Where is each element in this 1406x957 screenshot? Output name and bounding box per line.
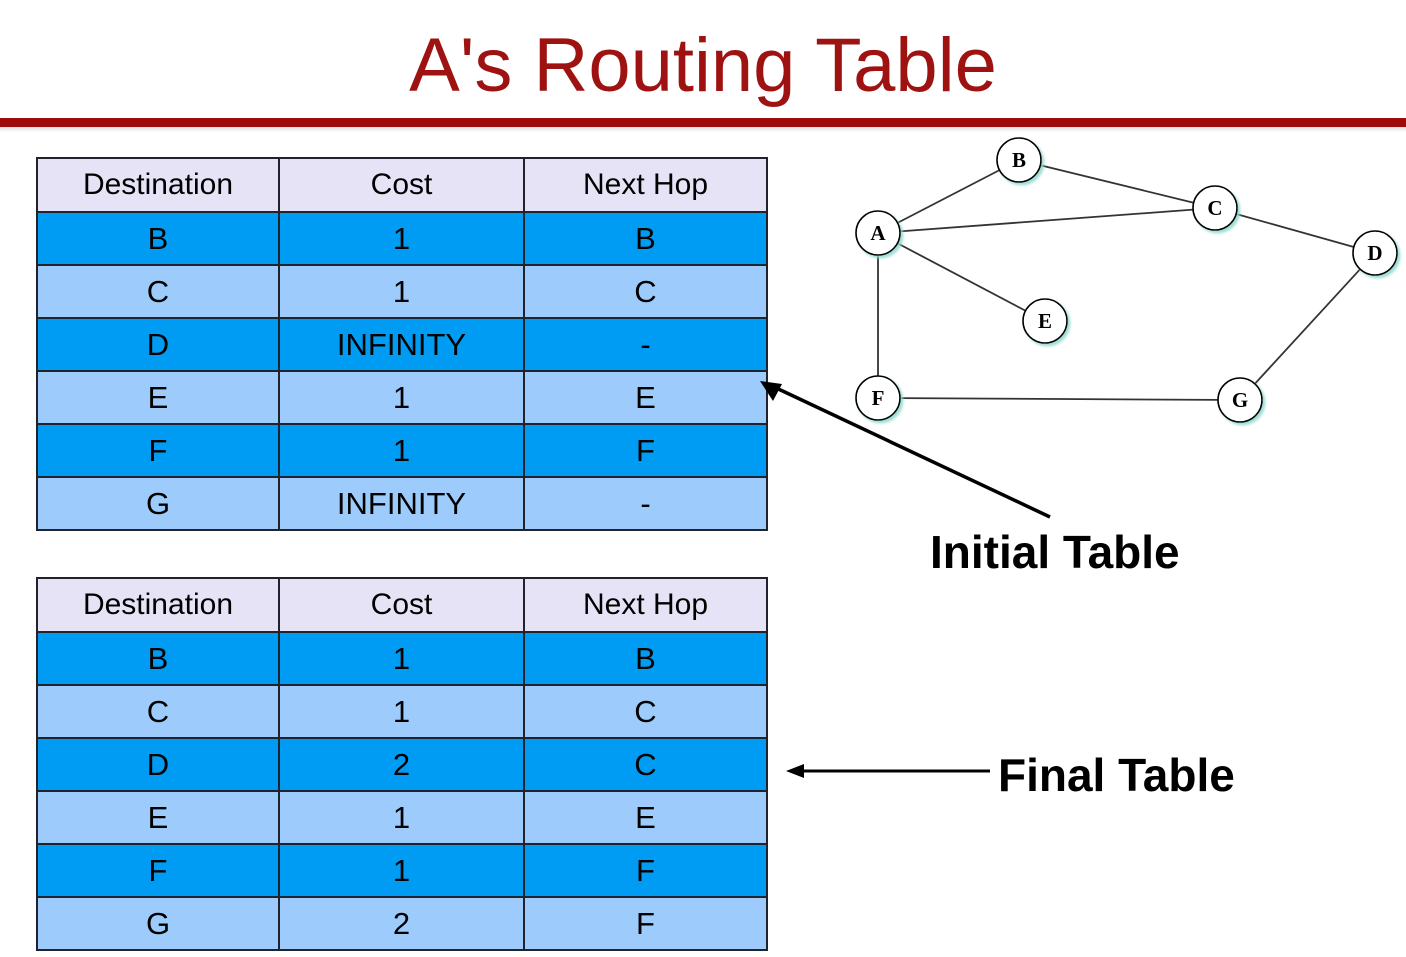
cell-destination: B	[36, 631, 280, 686]
table-row: C 1 C	[36, 264, 768, 319]
node-label: A	[870, 221, 886, 245]
cell-next-hop: E	[523, 790, 768, 845]
cell-cost: 1	[278, 264, 525, 319]
node-circle	[996, 137, 1042, 183]
cell-destination: F	[36, 423, 280, 478]
node-circle	[1217, 377, 1263, 423]
cell-next-hop: B	[523, 631, 768, 686]
table-row: C 1 C	[36, 684, 768, 739]
cell-cost: 1	[278, 631, 525, 686]
cell-destination: G	[36, 476, 280, 531]
cell-next-hop: -	[523, 476, 768, 531]
cell-destination: E	[36, 790, 280, 845]
graph-node-group: A B C D E F G	[855, 137, 1398, 423]
cell-destination: G	[36, 896, 280, 951]
cell-cost: 1	[278, 684, 525, 739]
cell-cost: INFINITY	[278, 317, 525, 372]
final-routing-table: Destination Cost Next Hop B 1 B C 1 C D …	[36, 577, 768, 951]
cell-next-hop: C	[523, 737, 768, 792]
column-header-cost: Cost	[278, 157, 525, 213]
table-row: F 1 F	[36, 423, 768, 478]
node-circle	[1022, 298, 1068, 344]
final-table-arrow	[786, 764, 990, 778]
table-row: G INFINITY -	[36, 476, 768, 531]
cell-destination: F	[36, 843, 280, 898]
cell-next-hop: F	[523, 896, 768, 951]
node-label: B	[1012, 148, 1026, 172]
column-header-cost: Cost	[278, 577, 525, 633]
initial-table-label: Initial Table	[930, 526, 1180, 578]
node-label: C	[1207, 196, 1222, 220]
network-topology-diagram: A B C D E F G	[855, 137, 1398, 423]
graph-node-b: B	[996, 137, 1042, 183]
graph-edge-group	[877, 164, 1361, 401]
title-divider-rule	[0, 118, 1406, 127]
table-row: F 1 F	[36, 843, 768, 898]
column-header-next-hop: Next Hop	[523, 577, 768, 633]
graph-edge-c-d	[1235, 213, 1355, 248]
cell-cost: 1	[278, 370, 525, 425]
node-label: D	[1367, 241, 1382, 265]
graph-edge-a-b	[897, 169, 1000, 224]
graph-node-g: G	[1217, 377, 1263, 423]
cell-cost: 2	[278, 896, 525, 951]
table-row: B 1 B	[36, 211, 768, 266]
node-label: G	[1232, 388, 1248, 412]
cell-next-hop: F	[523, 423, 768, 478]
node-circle	[855, 375, 901, 421]
graph-edge-f-g	[899, 397, 1219, 401]
cell-next-hop: F	[523, 843, 768, 898]
cell-cost: 1	[278, 211, 525, 266]
graph-node-e: E	[1022, 298, 1068, 344]
graph-edge-b-c	[1040, 164, 1194, 204]
cell-next-hop: -	[523, 317, 768, 372]
cell-next-hop: C	[523, 684, 768, 739]
table-row: D 2 C	[36, 737, 768, 792]
column-header-next-hop: Next Hop	[523, 157, 768, 213]
cell-cost: 1	[278, 843, 525, 898]
table-row: E 1 E	[36, 370, 768, 425]
graph-edge-d-g	[1254, 268, 1361, 385]
cell-destination: B	[36, 211, 280, 266]
graph-node-d: D	[1352, 230, 1398, 276]
graph-node-f: F	[855, 375, 901, 421]
cell-destination: E	[36, 370, 280, 425]
table-row: E 1 E	[36, 790, 768, 845]
cell-cost: 2	[278, 737, 525, 792]
initial-table-arrow	[760, 381, 1051, 519]
cell-cost: 1	[278, 423, 525, 478]
cell-next-hop: B	[523, 211, 768, 266]
cell-destination: C	[36, 264, 280, 319]
table-header-row: Destination Cost Next Hop	[36, 577, 768, 633]
node-circle	[1192, 185, 1238, 231]
graph-edge-a-c	[899, 208, 1194, 233]
cell-destination: D	[36, 317, 280, 372]
graph-edge-a-e	[897, 242, 1026, 312]
cell-next-hop: E	[523, 370, 768, 425]
page-title: A's Routing Table	[409, 23, 997, 108]
table-header-row: Destination Cost Next Hop	[36, 157, 768, 213]
column-header-destination: Destination	[36, 577, 280, 633]
column-header-destination: Destination	[36, 157, 280, 213]
graph-node-c: C	[1192, 185, 1238, 231]
node-circle	[1352, 230, 1398, 276]
table-row: D INFINITY -	[36, 317, 768, 372]
cell-destination: C	[36, 684, 280, 739]
cell-cost: 1	[278, 790, 525, 845]
table-row: B 1 B	[36, 631, 768, 686]
node-circle	[855, 210, 901, 256]
title-divider-shadow	[0, 127, 1406, 132]
node-label: F	[872, 386, 885, 410]
final-table-label: Final Table	[998, 749, 1235, 801]
initial-routing-table: Destination Cost Next Hop B 1 B C 1 C D …	[36, 157, 768, 531]
cell-destination: D	[36, 737, 280, 792]
cell-next-hop: C	[523, 264, 768, 319]
graph-node-a: A	[855, 210, 901, 256]
cell-cost: INFINITY	[278, 476, 525, 531]
node-label: E	[1038, 309, 1052, 333]
table-row: G 2 F	[36, 896, 768, 951]
